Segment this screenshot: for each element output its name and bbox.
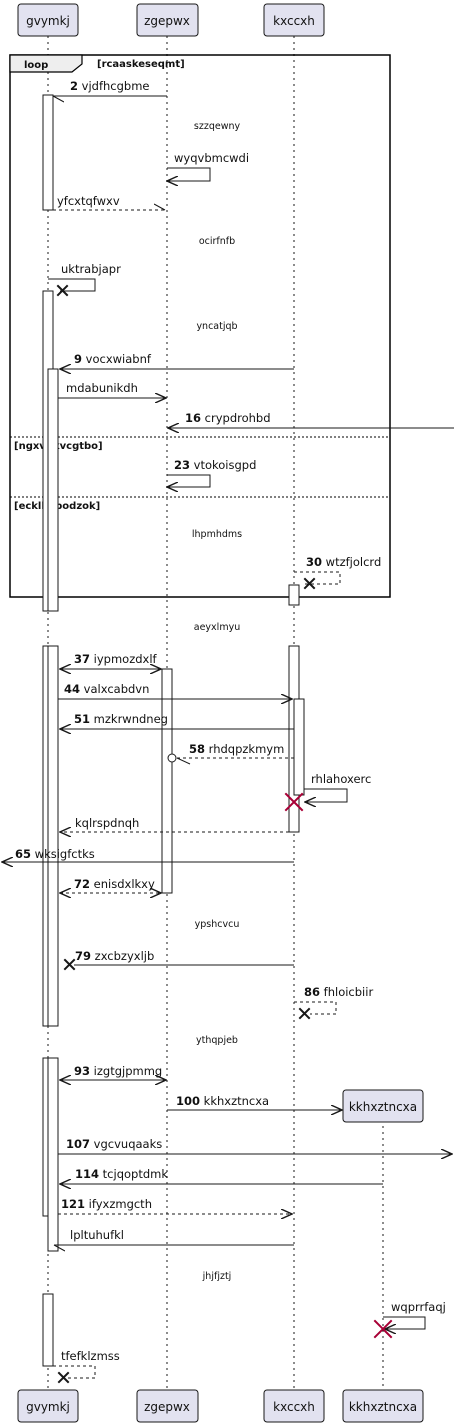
svg-text:zgepwx: zgepwx [144,14,190,28]
divider-label: yncatjqb [196,321,237,332]
destroy-x-icon [284,792,304,812]
message-label: yfcxtqfwxv [57,194,120,208]
message-arrow [383,1316,426,1329]
message-label-72: 72 enisdxlkxy [74,877,155,891]
message-arrow [294,1001,337,1015]
svg-text:gvymkj: gvymkj [26,1400,70,1414]
activation-bar [42,1293,54,1367]
divider-label: ocirfnfb [199,236,235,247]
svg-text:zgepwx: zgepwx [144,1400,190,1414]
message-label-58: 58 rhdqpzkmym [189,742,284,756]
lost-message-x-icon [63,958,76,971]
lost-message-x-icon [298,1007,311,1020]
participants: gvymkj zgepwx kxccxh kkhxztncxa gvymkj z… [17,3,424,1423]
divider-label: aeyxlmyu [194,622,240,633]
destroy-x-icon [373,1319,393,1339]
message-label: lpltuhufkl [70,1228,124,1242]
message-label-86: 86 fhloicbiir [304,985,373,999]
dividers: szzqewny ocirfnfb yncatjqb lhpmhdms aeyx… [192,121,242,1282]
participant-zgepwx-bottom[interactable]: zgepwx [136,1389,199,1423]
message-label-23: 23 vtokoisgpd [174,458,256,472]
activation-bar [293,698,305,796]
messages [2,95,454,1379]
message-label: kqlrspdnqh [75,816,139,830]
loop-keyword: loop [24,60,48,71]
message-label-30: 30 wtzfjolcrd [306,555,381,569]
message-label: wyqvbmcwdi [174,151,249,165]
message-label: mdabunikdh [66,381,138,395]
destroy-markers [56,284,393,1384]
svg-text:kkhxztncxa: kkhxztncxa [349,1100,417,1114]
message-label-100: 100 kkhxztncxa [176,1094,269,1108]
message-arrow [167,474,211,487]
participant-gvymkj-top[interactable]: gvymkj [17,3,79,37]
participant-zgepwx-top[interactable]: zgepwx [136,3,199,37]
message-label-37: 37 iypmozdxlf [74,652,158,666]
message-label-2: 2 vjdfhcgbme [70,79,150,93]
message-arrow [294,571,341,585]
message-label-16: 16 crypdrohbd [185,411,271,425]
divider-label: szzqewny [194,121,241,132]
participant-kxccxh-top[interactable]: kxccxh [263,3,325,37]
message-arrow [304,788,348,802]
message-label-107: 107 vgcvuqaaks [66,1137,162,1151]
message-label-9: 9 vocxwiabnf [74,352,152,366]
message-arrow [53,1365,96,1379]
lost-message-x-icon [57,1371,70,1384]
participant-gvymkj-bottom[interactable]: gvymkj [17,1389,79,1423]
message-label-79: 79 zxcbzyxljb [75,949,154,963]
message-label: rhlahoxerc [311,772,371,786]
message-label-114: 114 tcjqoptdmk [75,1167,168,1181]
svg-text:gvymkj: gvymkj [26,14,70,28]
svg-text:kkhxztncxa: kkhxztncxa [349,1400,417,1414]
divider-label: jhjfjztj [202,1271,232,1282]
svg-text:kxccxh: kxccxh [273,1400,315,1414]
message-arrow [48,278,96,292]
message-label-51: 51 mzkrwndneg [74,712,168,726]
participant-kkhxztncxa-bottom[interactable]: kkhxztncxa [342,1389,424,1423]
divider-label: ypshcvcu [195,919,240,930]
message-label-65: 65 wksigfctks [15,847,95,861]
loop-condition: [rcaaskeseqmt] [97,59,185,70]
message-label: uktrabjapr [61,262,121,276]
svg-text:kxccxh: kxccxh [273,14,315,28]
activation-bar [47,1057,59,1252]
lost-message-x-icon [303,577,316,590]
message-label-44: 44 valxcabdvn [64,682,149,696]
message-label: wqprrfaqj [391,1300,446,1314]
participant-kkhxztncxa-created[interactable]: kkhxztncxa [342,1089,424,1123]
activation-bar [288,584,300,606]
activation-bar [47,645,59,1027]
message-arrow [167,167,211,181]
message-labels: 2 vjdfhcgbme wyqvbmcwdi yfcxtqfwxv uktra… [15,79,446,1363]
lost-message-x-icon [56,284,69,297]
divider-label: lhpmhdms [192,529,242,540]
message-label-93: 93 izgtgjpmmg [74,1064,162,1078]
message-label-121: 121 ifyxzmgcth [61,1197,152,1211]
activation-bars [42,94,305,1367]
participant-kxccxh-bottom[interactable]: kxccxh [263,1389,325,1423]
message-circle-head [167,753,177,763]
activation-bar [161,668,173,894]
activation-bar [42,94,54,211]
message-label: tfefklzmss [61,1349,120,1363]
divider-label: ythqpjeb [196,1035,238,1046]
activation-bar [47,368,59,612]
